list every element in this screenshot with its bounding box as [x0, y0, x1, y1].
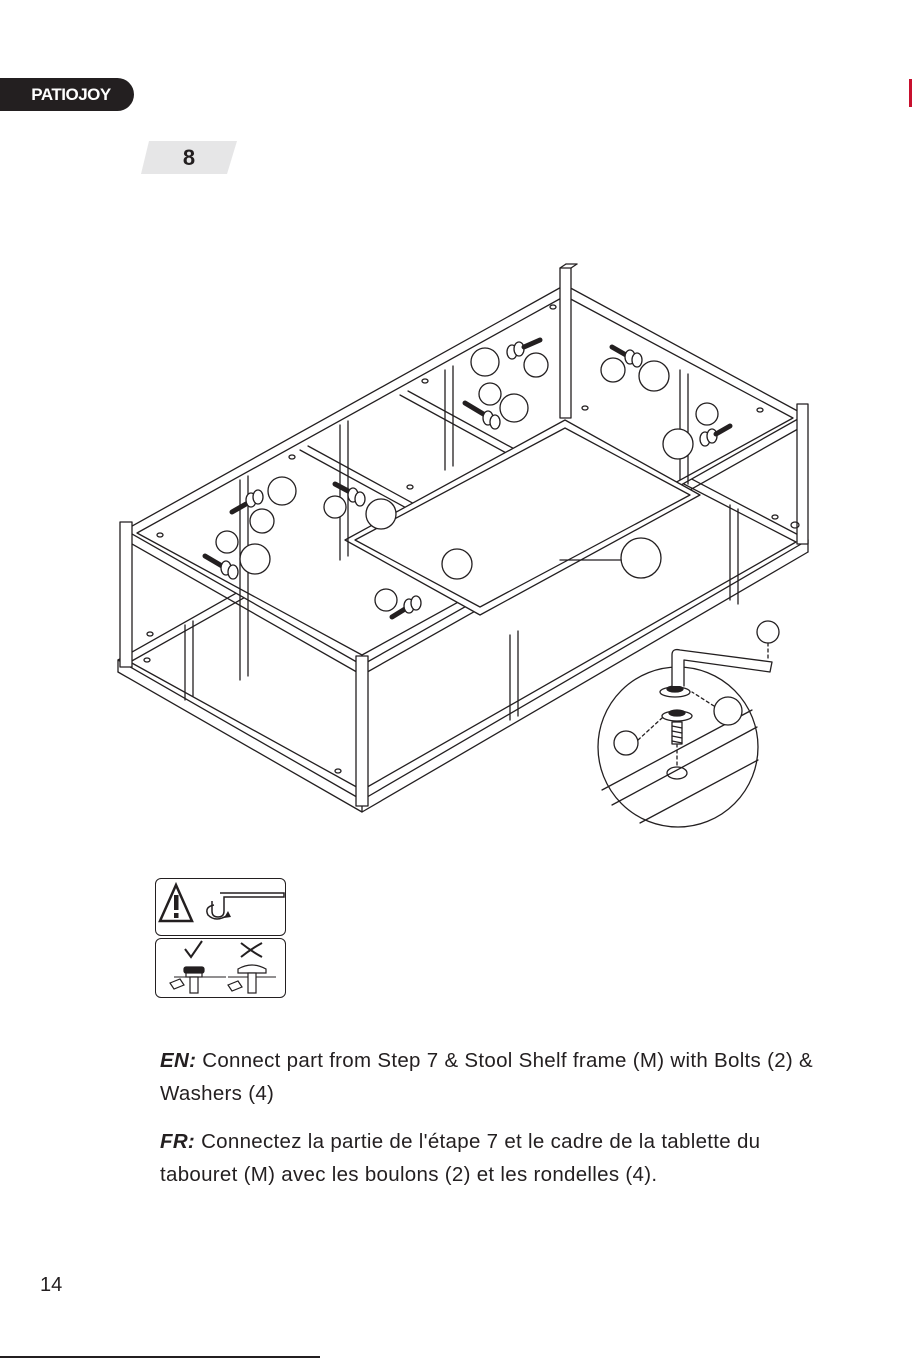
instruction-en: EN: Connect part from Step 7 & Stool She… [160, 1044, 840, 1110]
step-number: 8 [141, 141, 237, 174]
warning-triangle-icon [160, 885, 192, 921]
bottom-rule [0, 1356, 320, 1358]
instruction-en-label: EN: [160, 1049, 196, 1072]
detail-magnifier [598, 621, 779, 827]
cross-mark-icon [241, 943, 262, 957]
instruction-fr: FR: Connectez la partie de l'étape 7 et … [160, 1125, 840, 1191]
bolt-usage-diagram [156, 939, 287, 999]
instructions: EN: Connect part from Step 7 & Stool She… [160, 1044, 840, 1206]
instruction-en-text: Connect part from Step 7 & Stool Shelf f… [160, 1049, 813, 1105]
tool-warning-box [155, 878, 286, 936]
bolt-check-box [155, 938, 286, 998]
correct-bolt-icon [170, 967, 204, 993]
step-badge: 8 [141, 141, 237, 174]
check-mark-icon [185, 941, 202, 957]
edge-tab-mark [909, 79, 912, 107]
page-number: 14 [40, 1274, 62, 1297]
incorrect-bolt-icon [228, 965, 266, 993]
assembly-diagram [0, 250, 914, 840]
brand-logo: PATIOJOY [0, 78, 134, 111]
instruction-fr-text: Connectez la partie de l'étape 7 et le c… [160, 1130, 760, 1186]
instruction-fr-label: FR: [160, 1130, 195, 1153]
brand-logo-text: PATIOJOY [23, 85, 110, 105]
hex-key-rotate-icon [156, 879, 287, 937]
